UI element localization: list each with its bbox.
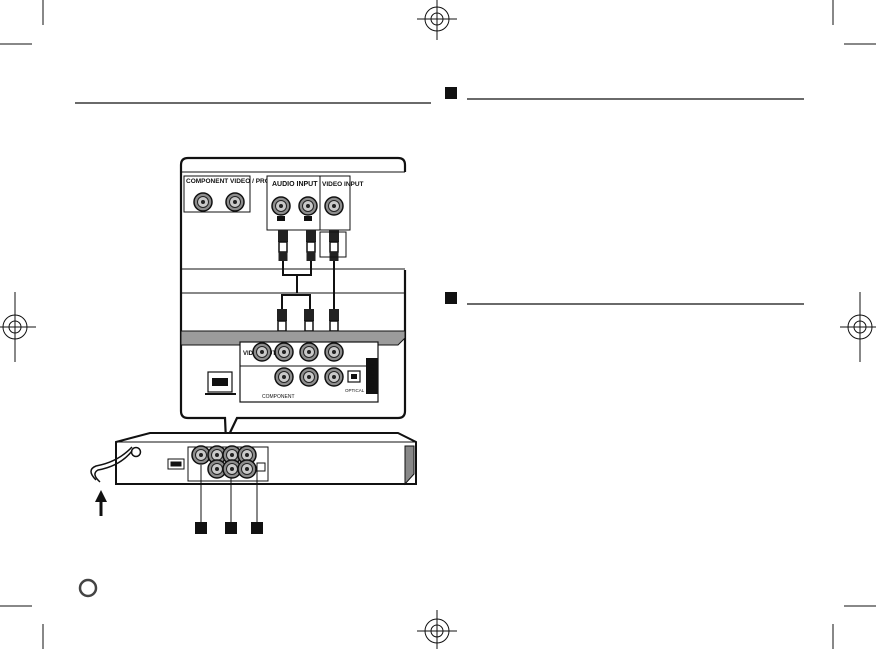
video-plug [328, 229, 340, 262]
tv-component-jack [193, 192, 213, 212]
player-video-out-jack [324, 342, 344, 362]
audio-plug [277, 229, 289, 262]
section-square-icon [225, 522, 237, 534]
player-panel: OUTPUT VIDEO OUT COMPONENT OPTICAL [180, 330, 406, 403]
component-jack-y [274, 367, 294, 387]
tv-audio-jack-right [298, 196, 318, 216]
power-arrow-icon [95, 490, 107, 516]
tv-video-jack [324, 196, 344, 216]
tv-audio-jack-left [271, 196, 291, 216]
optical-label: OPTICAL [345, 388, 365, 393]
tv-component-group-label: COMPONENT VIDEO / PROGRESSIVE SCAN INPUT [186, 178, 345, 185]
component-jack-pr [324, 367, 344, 387]
section-square-icon [445, 87, 457, 99]
section-square-icon [445, 292, 457, 304]
section-square-icon [251, 522, 263, 534]
leader-lines [200, 465, 258, 522]
tv-video-group-label: VIDEO INPUT [322, 181, 364, 188]
section-square-icon [195, 522, 207, 534]
audio-plug [305, 229, 317, 262]
component-jack-pb [299, 367, 319, 387]
power-cord [90, 446, 133, 483]
player-body-jack [237, 459, 257, 479]
component-label: COMPONENT [262, 394, 295, 400]
player-audio-jack-right [299, 342, 319, 362]
tv-component-jack [225, 192, 245, 212]
tv-audio-group-label: AUDIO INPUT [272, 181, 318, 188]
player-body [115, 432, 417, 486]
player-audio-jack-left [274, 342, 294, 362]
player-video-jack [252, 342, 272, 362]
output-label: OUTPUT [369, 363, 376, 390]
page-number-circle-icon [78, 578, 98, 598]
tv-panel: COMPONENT VIDEO / PROGRESSIVE SCAN INPUT… [181, 171, 407, 270]
av-cables [281, 261, 335, 319]
